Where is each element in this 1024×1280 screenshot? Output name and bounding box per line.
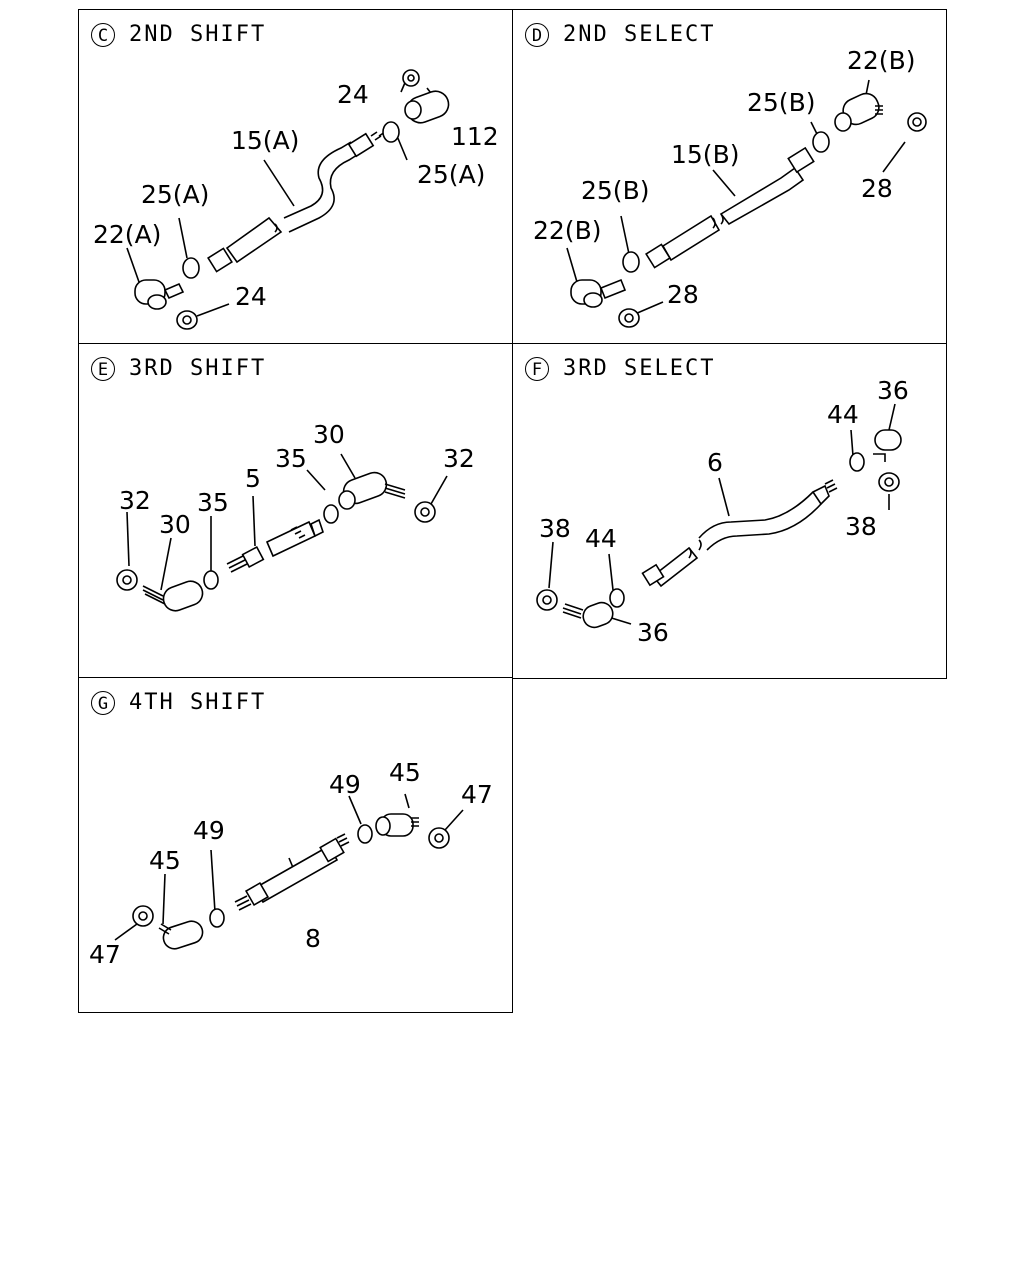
panel-title-text: 2ND SELECT (563, 22, 716, 47)
part-label: 44 (585, 524, 617, 553)
panel-title-text: 2ND SHIFT (129, 22, 267, 47)
select-linkage-drawing (566, 79, 927, 328)
part-label: 15(A) (231, 126, 300, 155)
panel-letter-badge: E (91, 356, 115, 381)
panel-title-text: 4TH SHIFT (129, 690, 267, 715)
part-label: 24 (235, 282, 267, 311)
part-label: 35 (275, 444, 307, 473)
part-label: 47 (461, 780, 493, 809)
panel-letter-badge: D (525, 22, 549, 47)
part-label: 28 (667, 280, 699, 309)
part-label: 112 (451, 122, 499, 151)
panel-2nd-select: D 2ND SELECT 22(B) 25(B) 15(B) 28 25(B) … (512, 9, 947, 345)
part-label: 49 (193, 816, 225, 845)
panel-4th-shift: G 4TH SHIFT 45 49 47 49 45 8 47 (78, 677, 513, 1013)
part-label: 5 (245, 464, 261, 493)
panel-title: E 3RD SHIFT (91, 356, 266, 381)
panel-title: D 2ND SELECT (525, 22, 715, 47)
part-label: 25(A) (141, 180, 210, 209)
panel-2nd-shift: C 2ND SHIFT 24 112 15(A) 25(A) 25(A) 22(… (78, 9, 513, 345)
shift-linkage-drawing (116, 453, 448, 612)
part-label: 36 (877, 376, 909, 405)
part-label: 45 (389, 758, 421, 787)
part-label: 38 (539, 514, 571, 543)
panel-letter-badge: G (91, 690, 115, 715)
part-label: 25(A) (417, 160, 486, 189)
part-label: 25(B) (747, 88, 816, 117)
shift-linkage-drawing (114, 793, 464, 950)
part-label: 47 (89, 940, 121, 969)
part-label: 36 (637, 618, 669, 647)
panel-3rd-shift: E 3RD SHIFT 30 35 32 5 32 30 35 (78, 343, 513, 679)
part-label: 35 (197, 488, 229, 517)
part-label: 45 (149, 846, 181, 875)
select-linkage-drawing (536, 403, 902, 629)
panel-title: G 4TH SHIFT (91, 690, 266, 715)
part-label: 22(A) (93, 220, 162, 249)
part-label: 8 (305, 924, 321, 953)
part-label: 44 (827, 400, 859, 429)
part-label: 32 (119, 486, 151, 515)
panel-title: F 3RD SELECT (525, 356, 715, 381)
panel-title: C 2ND SHIFT (91, 22, 266, 47)
part-label: 30 (313, 420, 345, 449)
part-label: 32 (443, 444, 475, 473)
panel-letter-badge: C (91, 22, 115, 47)
panel-title-text: 3RD SELECT (563, 356, 716, 381)
part-label: 38 (845, 512, 877, 541)
panel-title-text: 3RD SHIFT (129, 356, 267, 381)
part-label: 49 (329, 770, 361, 799)
part-label: 30 (159, 510, 191, 539)
part-label: 25(B) (581, 176, 650, 205)
shift-linkage-drawing (126, 69, 450, 330)
panel-letter-badge: F (525, 356, 549, 381)
part-label: 15(B) (671, 140, 740, 169)
part-label: 22(B) (847, 46, 916, 75)
part-label: 28 (861, 174, 893, 203)
part-label: 22(B) (533, 216, 602, 245)
part-label: 24 (337, 80, 369, 109)
panel-3rd-select: F 3RD SELECT 36 44 6 38 38 44 36 (512, 343, 947, 679)
part-label: 6 (707, 448, 723, 477)
